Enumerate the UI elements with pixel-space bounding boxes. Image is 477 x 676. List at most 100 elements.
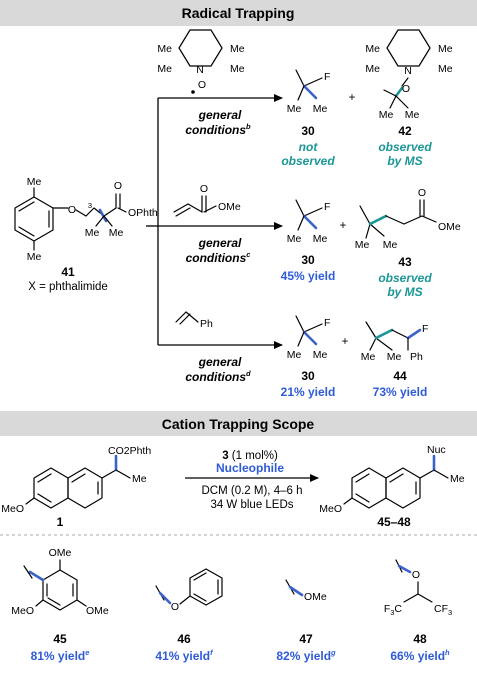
product-45-structure [23,559,87,611]
product-47-yield: 82% yieldg [276,648,336,663]
product-30-not: not [299,140,319,154]
substrate-41-note: X = phthalimide [28,281,108,293]
styrene-ph: Ph [200,318,213,330]
product-48-number: 48 [413,632,427,646]
tempo-me-3: Me [230,43,245,55]
product-47-structure [285,579,304,597]
tempo-me-2: Me [157,63,172,75]
product-43-me2: Me [383,239,398,251]
substrate-1-structure [25,454,131,509]
product-30-not-observed: observed [281,154,335,168]
product-30-acrylate-yield: 45% yield [281,269,336,283]
conditions-d-line1: general [198,355,242,369]
product-44-yield: 73% yield [373,385,428,399]
product-45-yield: 81% yielde [31,648,90,663]
products-45-48-structure [343,454,449,509]
product-42-observed: observed [378,140,432,154]
product-44-me2: Me [387,351,402,363]
substrate-1-me: Me [132,473,147,485]
product-30-row3-me2: Me [313,349,328,361]
tempo-me-1: Me [157,43,172,55]
substrate-41-me-top: Me [27,176,42,188]
substrate-41-carbonyl-o: O [114,180,122,192]
tempo-n: N [196,64,204,76]
product-30-row3-structure [295,315,323,347]
product-46-number: 46 [177,632,191,646]
cation-trapping-title: Cation Trapping Scope [162,416,315,432]
product-45-ome-right: OMe [86,605,109,617]
product-30-row2-number: 30 [301,253,315,267]
product-48-yield: 66% yieldh [390,648,450,663]
product-42-structure [383,29,431,109]
product-30-row1-f: F [324,71,330,83]
branch-arrows [146,94,283,349]
substrate-1-co2phth: CO2Phth [108,445,151,457]
product-46-structure [155,568,223,606]
product-48-o: O [412,569,420,581]
styrene-structure [175,311,199,325]
product-45-meo-left: MeO [11,605,34,617]
product-30-row3-f: F [324,317,330,329]
product-43-structure [359,199,437,239]
radical-trapping-title: Radical Trapping [182,5,295,21]
products-45-48-me: Me [450,473,465,485]
product-42-by-ms: by MS [387,154,422,168]
cation-trapping-header [0,411,477,436]
methyl-acrylate-structure [173,195,217,217]
product-48-f3c: F3C [384,603,403,617]
product-42-me-1: Me [365,43,380,55]
substrate-41-chain-n: 3 [88,201,92,210]
plus-row3: + [342,336,349,348]
product-44-ph: Ph [410,351,423,363]
tempo-structure [178,29,223,67]
tempo-radical-dot [191,90,195,94]
tempo-o: O [198,79,206,91]
products-45-48-meo: MeO [319,503,342,515]
product-43-by-ms: by MS [387,285,422,299]
conditions-d-line2: conditionsd [185,369,251,384]
plus-row2: + [340,220,347,232]
conditions-c-line2: conditionsc [186,250,252,265]
product-42-n: N [404,65,412,77]
product-42-number: 42 [398,124,412,138]
substrate-41-ester: OPhth [128,207,158,219]
product-44-structure [365,321,422,351]
product-43-number: 43 [398,255,412,269]
product-42-me-5: Me [379,109,394,121]
product-42-me-2: Me [365,63,380,75]
product-44-f: F [422,323,428,335]
substrate-1-meo: MeO [1,503,24,515]
product-45-number: 45 [53,632,67,646]
product-46-yield: 41% yieldf [155,648,214,663]
substrate-41-ether-o: O [68,204,76,216]
product-44-me1: Me [361,351,376,363]
product-47-ome: OMe [304,591,327,603]
conditions-b-line1: general [198,108,242,122]
product-48-structure [395,559,433,603]
cation-nucleophile: Nucleophile [216,461,284,475]
product-30-row1-me2: Me [313,103,328,115]
product-43-ome: OMe [438,221,461,233]
product-43-o: O [418,187,426,199]
products-45-48-nuc: Nuc [427,444,446,456]
radical-trapping-header [0,0,477,26]
substrate-41-structure [14,187,127,251]
product-30-styrene-yield: 21% yield [281,385,336,399]
product-44-number: 44 [393,369,407,383]
product-43-me1: Me [355,239,370,251]
product-43-observed: observed [378,271,432,285]
product-42-me-6: Me [405,109,420,121]
cation-solvent: DCM (0.2 M), 4–6 h [202,485,303,497]
product-30-row2-me2: Me [313,233,328,245]
product-30-row2-structure [295,199,323,231]
product-30-row3-number: 30 [301,369,315,383]
substrate-41-me-left: Me [85,227,100,239]
product-42-me-4: Me [438,63,453,75]
product-30-row1-structure [295,69,323,101]
product-30-row3-me1: Me [287,349,302,361]
product-30-row1-me1: Me [287,103,302,115]
product-47-number: 47 [299,632,313,646]
substrate-41-me-right: Me [109,227,124,239]
acrylate-ome: OMe [218,201,241,213]
